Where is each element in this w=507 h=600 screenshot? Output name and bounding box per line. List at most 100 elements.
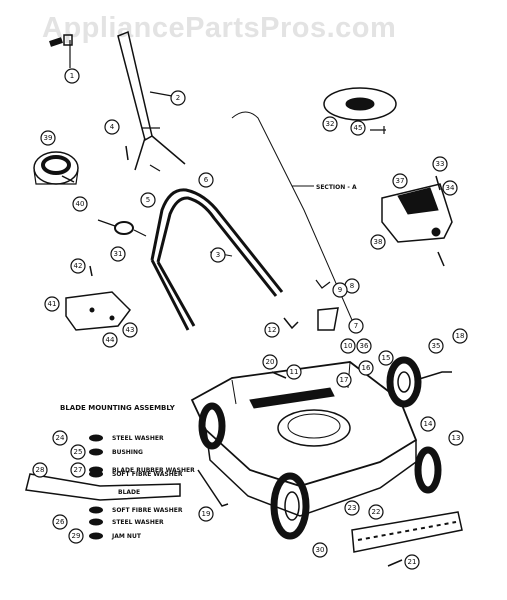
section-a-outline: SECTION - A	[231, 111, 357, 321]
callout-11: 11	[286, 364, 302, 380]
svg-text:5: 5	[146, 196, 150, 204]
callout-4: 4	[104, 119, 120, 135]
svg-text:BLADE RUBBER WASHER: BLADE RUBBER WASHER	[112, 467, 195, 474]
callout-42: 42	[70, 258, 86, 274]
assembly-label-6: STEEL WASHER	[89, 518, 164, 526]
svg-text:42: 42	[74, 262, 83, 270]
handle-brackets	[283, 307, 339, 331]
callout-1: 1	[64, 68, 80, 84]
callout-23: 23	[344, 500, 360, 516]
callout-28: 28	[32, 462, 48, 478]
svg-text:SOFT FIBRE WASHER: SOFT FIBRE WASHER	[112, 507, 183, 514]
callout-5: 5	[140, 192, 156, 208]
svg-text:11: 11	[290, 368, 299, 376]
svg-text:16: 16	[362, 364, 371, 372]
svg-text:37: 37	[396, 177, 405, 185]
svg-text:15: 15	[382, 354, 391, 362]
callout-2: 2	[170, 90, 186, 106]
svg-text:JAM NUT: JAM NUT	[111, 533, 142, 540]
svg-text:6: 6	[204, 176, 209, 184]
cord-coil	[97, 219, 147, 237]
grass-deflector	[351, 511, 463, 553]
svg-text:21: 21	[408, 558, 417, 566]
callout-12: 12	[264, 322, 280, 338]
callout-6: 6	[198, 172, 214, 188]
svg-text:12: 12	[268, 326, 277, 334]
svg-text:9: 9	[338, 286, 342, 294]
callout-7: 7	[348, 318, 364, 334]
svg-text:25: 25	[74, 448, 83, 456]
svg-text:3: 3	[216, 251, 220, 259]
callout-33: 33	[432, 156, 448, 172]
svg-text:10: 10	[344, 342, 353, 350]
svg-text:38: 38	[374, 238, 383, 246]
callout-31: 31	[110, 246, 126, 262]
svg-text:1: 1	[70, 72, 74, 80]
callout-14: 14	[420, 416, 436, 432]
callout-27: 27	[70, 462, 86, 478]
assembly-label-5: SOFT FIBRE WASHER	[89, 506, 183, 514]
callout-45: 45	[350, 120, 366, 136]
callout-43: 43	[122, 322, 138, 338]
svg-text:32: 32	[326, 120, 335, 128]
svg-text:28: 28	[36, 466, 45, 474]
callout-34: 34	[442, 180, 458, 196]
callout-29: 29	[68, 528, 84, 544]
svg-text:STEEL WASHER: STEEL WASHER	[112, 519, 164, 526]
bearing-ring	[33, 151, 79, 185]
assembly-label-3: SOFT FIBRE WASHER	[89, 470, 183, 478]
upper-handle	[117, 30, 186, 172]
switch-housing	[381, 183, 453, 243]
callout-40: 40	[72, 196, 88, 212]
assembly-label-1: BUSHING	[89, 448, 143, 456]
svg-text:35: 35	[432, 342, 441, 350]
svg-text:20: 20	[266, 358, 275, 366]
svg-text:31: 31	[114, 250, 123, 258]
svg-text:30: 30	[316, 546, 325, 554]
callout-38: 38	[370, 234, 386, 250]
svg-text:SOFT FIBRE WASHER: SOFT FIBRE WASHER	[112, 471, 183, 478]
callout-3: 3	[210, 247, 226, 263]
svg-text:22: 22	[372, 508, 381, 516]
svg-text:STEEL WASHER: STEEL WASHER	[112, 435, 164, 442]
callout-16: 16	[358, 360, 374, 376]
svg-text:BLADE: BLADE	[118, 489, 140, 496]
blade	[25, 473, 181, 501]
watermark: AppliancePartsPros.com	[42, 12, 397, 44]
section-a-label: SECTION - A	[316, 184, 357, 191]
callout-17: 17	[336, 372, 352, 388]
callout-22: 22	[368, 504, 384, 520]
callout-36: 36	[356, 338, 372, 354]
callout-13: 13	[448, 430, 464, 446]
svg-text:18: 18	[456, 332, 465, 340]
assembly-label-7: JAM NUT	[89, 532, 142, 540]
blade-assembly-title: BLADE MOUNTING ASSEMBLY	[60, 404, 176, 412]
svg-text:17: 17	[340, 376, 349, 384]
svg-text:40: 40	[76, 200, 85, 208]
callout-15: 15	[378, 350, 394, 366]
callout-24: 24	[52, 430, 68, 446]
callout-25: 25	[70, 444, 86, 460]
svg-text:36: 36	[360, 342, 369, 350]
callout-41: 41	[44, 296, 60, 312]
callout-20: 20	[262, 354, 278, 370]
svg-text:26: 26	[56, 518, 65, 526]
callout-30: 30	[312, 542, 328, 558]
svg-text:4: 4	[110, 123, 115, 131]
svg-text:27: 27	[74, 466, 83, 474]
callout-37: 37	[392, 173, 408, 189]
top-plate	[323, 87, 397, 134]
svg-text:39: 39	[44, 134, 53, 142]
assembly-label-0: STEEL WASHER	[89, 434, 164, 442]
svg-text:BUSHING: BUSHING	[112, 449, 143, 456]
callout-18: 18	[452, 328, 468, 344]
svg-text:8: 8	[350, 282, 354, 290]
svg-text:14: 14	[424, 420, 433, 428]
callout-10: 10	[340, 338, 356, 354]
svg-text:29: 29	[72, 532, 81, 540]
svg-text:44: 44	[106, 336, 115, 344]
svg-text:13: 13	[452, 434, 461, 442]
